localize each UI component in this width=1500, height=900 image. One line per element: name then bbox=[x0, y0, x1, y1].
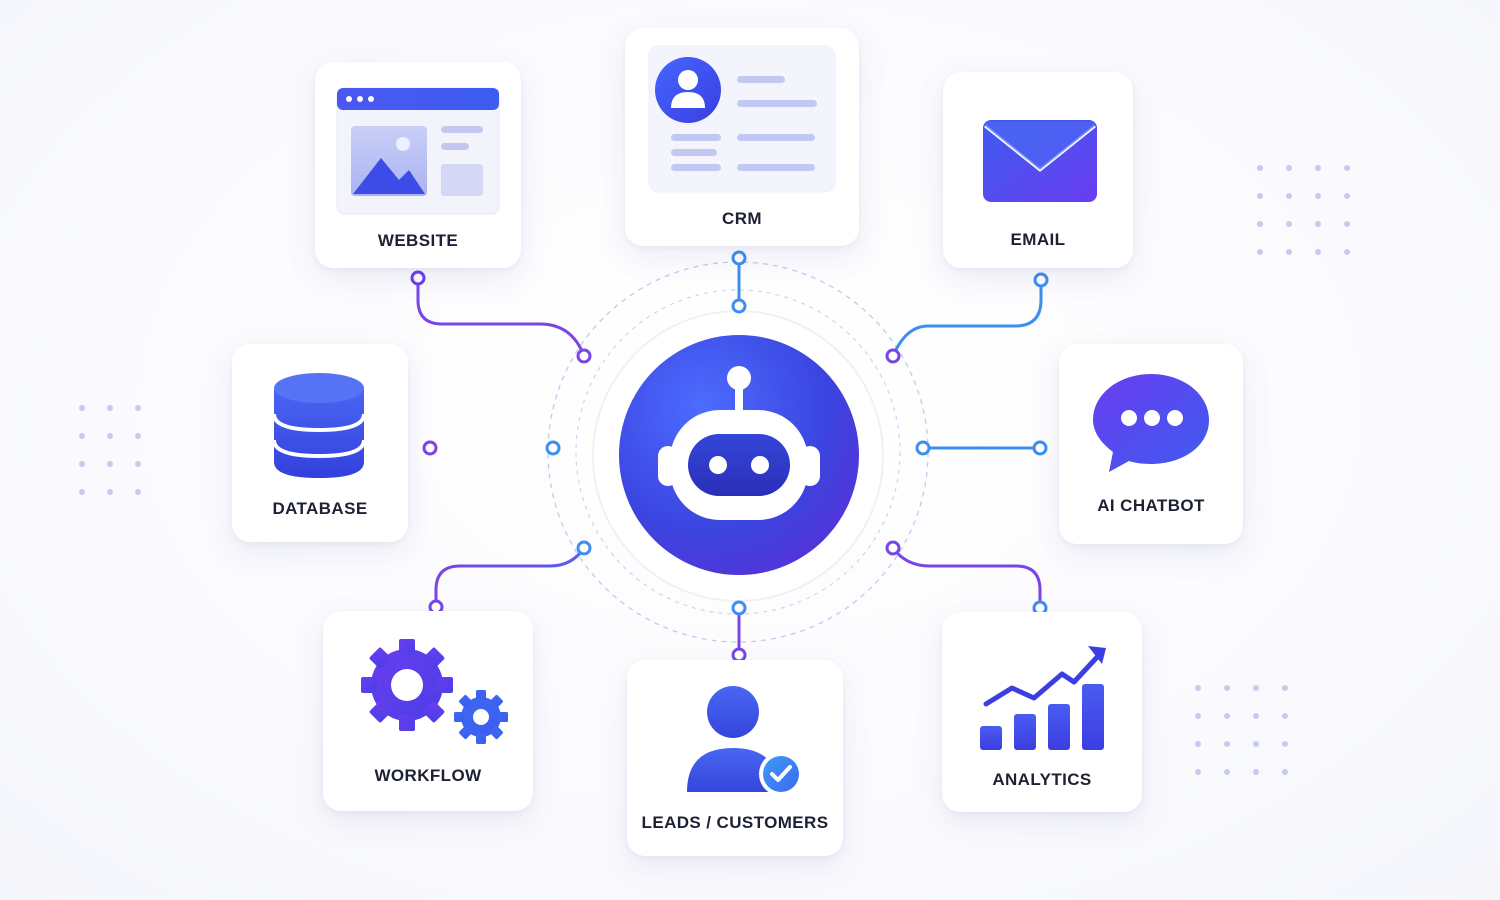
envelope-icon bbox=[983, 120, 1097, 202]
node-website[interactable]: WEBSITE bbox=[315, 62, 521, 268]
dot-grid-left bbox=[79, 405, 141, 495]
node-leads[interactable]: LEADS / CUSTOMERS bbox=[627, 660, 843, 856]
node-workflow[interactable]: WORKFLOW bbox=[323, 611, 533, 811]
node-analytics[interactable]: ANALYTICS bbox=[942, 612, 1142, 812]
node-database[interactable]: DATABASE bbox=[232, 344, 408, 542]
dot-grid-right-top bbox=[1257, 165, 1350, 255]
connector-website bbox=[416, 276, 586, 358]
node-label: WORKFLOW bbox=[374, 766, 482, 785]
contact-card-icon bbox=[648, 45, 836, 193]
node-label: ANALYTICS bbox=[992, 770, 1092, 789]
connector-analytics bbox=[891, 546, 1042, 610]
node-email[interactable]: EMAIL bbox=[943, 72, 1133, 268]
database-icon bbox=[272, 373, 366, 478]
dot-grid-right-bottom bbox=[1195, 685, 1288, 775]
node-label: EMAIL bbox=[1010, 230, 1066, 249]
ai-hub[interactable] bbox=[590, 318, 890, 608]
user-check-icon bbox=[687, 686, 803, 796]
connector-workflow bbox=[434, 546, 586, 609]
node-label: AI CHATBOT bbox=[1097, 496, 1205, 515]
connector-email bbox=[891, 278, 1043, 358]
node-label: DATABASE bbox=[272, 499, 368, 518]
node-label: LEADS / CUSTOMERS bbox=[641, 813, 829, 832]
node-label: CRM bbox=[722, 209, 762, 228]
robot-icon bbox=[619, 335, 859, 575]
node-chatbot[interactable]: AI CHATBOT bbox=[1059, 344, 1243, 544]
website-icon bbox=[336, 87, 500, 215]
gears-icon bbox=[361, 639, 508, 744]
node-label: WEBSITE bbox=[377, 231, 459, 250]
chat-bubble-icon bbox=[1093, 374, 1209, 472]
bar-chart-icon bbox=[980, 646, 1106, 750]
node-crm[interactable]: CRM bbox=[625, 28, 859, 246]
